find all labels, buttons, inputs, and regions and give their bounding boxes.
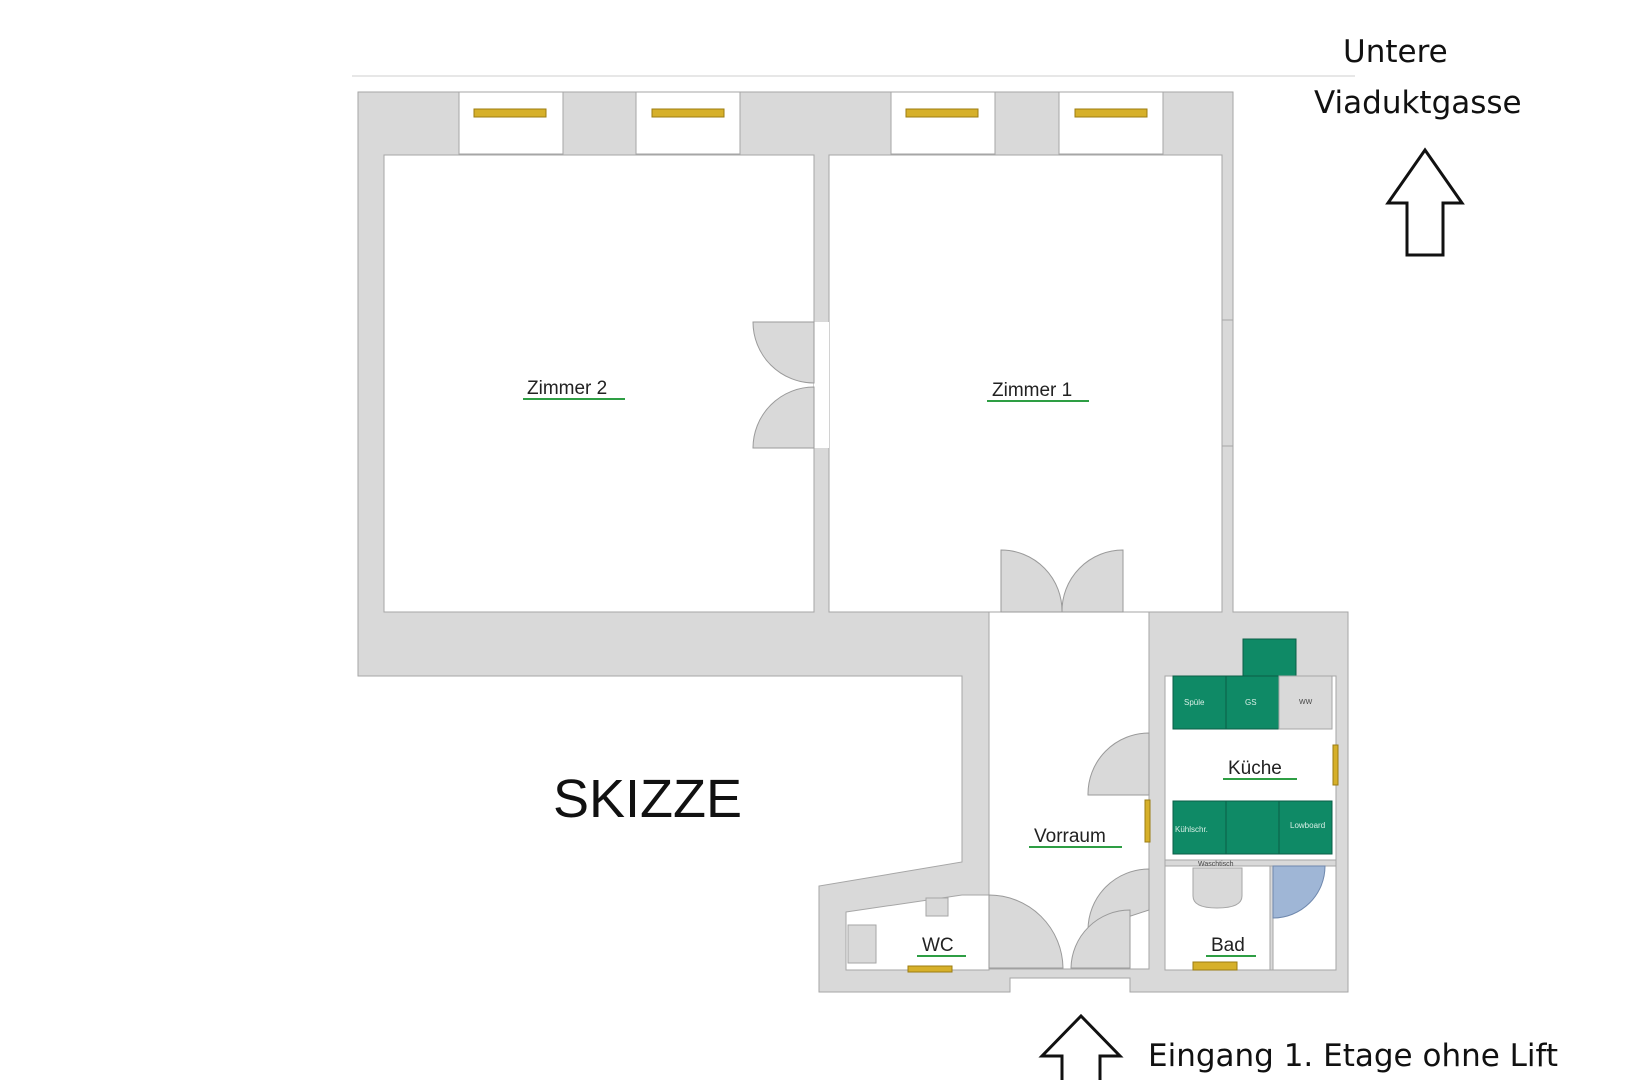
arrow-up-icon bbox=[1385, 147, 1465, 257]
room-label-vorraum: Vorraum bbox=[1034, 826, 1106, 847]
lowboard-label: Lowboard bbox=[1290, 821, 1325, 830]
bath-fixtures: Waschtisch bbox=[847, 861, 1326, 964]
fridge-unit bbox=[1172, 800, 1227, 855]
water-heater-unit bbox=[1278, 675, 1333, 730]
wc-basin bbox=[925, 897, 949, 917]
room-label-wc: WC bbox=[922, 935, 954, 956]
door-zimmer1-vorraum-right bbox=[1061, 549, 1124, 613]
sink-label: Spüle bbox=[1184, 698, 1205, 707]
doors bbox=[752, 321, 1150, 969]
fridge-label: Kühlschr. bbox=[1175, 825, 1208, 834]
door-entrance-right bbox=[1070, 909, 1131, 969]
washbasin bbox=[1192, 867, 1243, 909]
stove-label: GS bbox=[1245, 698, 1257, 707]
stove-unit bbox=[1225, 675, 1280, 730]
window bbox=[473, 108, 547, 118]
washbasin-label: Waschtisch bbox=[1198, 861, 1234, 868]
room-labels: Zimmer 2 Zimmer 1 Küche Vorraum WC Bad bbox=[523, 378, 1297, 957]
window bbox=[1332, 744, 1339, 786]
sketch-label: SKIZZE bbox=[553, 769, 742, 829]
window bbox=[907, 965, 953, 973]
window bbox=[651, 108, 725, 118]
window-bays bbox=[458, 91, 1164, 155]
windows bbox=[473, 108, 1339, 973]
window bbox=[1074, 108, 1148, 118]
counter-unit bbox=[1225, 800, 1280, 855]
room-label-zimmer1: Zimmer 1 bbox=[992, 380, 1072, 401]
door-zimmer2-zimmer1-upper bbox=[752, 321, 815, 384]
door-kueche bbox=[1087, 732, 1150, 796]
window bbox=[1144, 799, 1151, 843]
hood-unit bbox=[1242, 638, 1297, 677]
kitchen-units: Spüle GS WW Kühlschr. Lowboard bbox=[1172, 638, 1333, 855]
door-zimmer1-vorraum-left bbox=[1000, 549, 1063, 613]
door-entrance-left bbox=[988, 894, 1064, 969]
wc-toilet bbox=[847, 924, 877, 964]
door-zimmer2-zimmer1-lower bbox=[752, 386, 815, 449]
room-label-bad: Bad bbox=[1211, 935, 1245, 956]
window bbox=[905, 108, 979, 118]
entrance-label: Eingang 1. Etage ohne Lift bbox=[1148, 1038, 1558, 1074]
shower-icon bbox=[1272, 865, 1326, 919]
zimmer2-floor bbox=[383, 154, 815, 613]
sink-unit bbox=[1172, 675, 1227, 730]
walls bbox=[357, 91, 1349, 993]
room-label-kueche: Küche bbox=[1228, 758, 1282, 779]
street-label-line1: Untere bbox=[1343, 34, 1448, 70]
zimmer1-floor bbox=[828, 154, 1223, 613]
street-label-line2: Viaduktgasse bbox=[1314, 85, 1522, 121]
room-label-zimmer2: Zimmer 2 bbox=[527, 378, 607, 399]
window bbox=[1192, 961, 1238, 971]
water-heater-label: WW bbox=[1299, 699, 1313, 706]
arrow-up-icon bbox=[1038, 1013, 1124, 1080]
lowboard-unit bbox=[1278, 800, 1333, 855]
